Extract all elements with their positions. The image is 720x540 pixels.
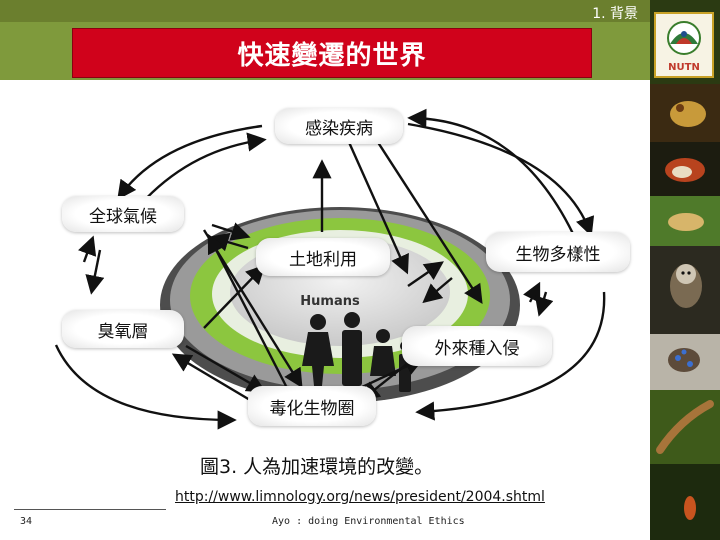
node-land-use: 土地利用: [256, 238, 390, 276]
node-land-use-label: 土地利用: [289, 245, 357, 270]
node-infectious-disease: 感染疾病: [275, 108, 403, 144]
node-toxic-biosphere: 毒化生物圈: [248, 386, 376, 426]
frog-photo-2: [650, 142, 720, 196]
node-infectious-disease-label: 感染疾病: [305, 114, 373, 139]
footer-divider: [14, 509, 166, 510]
arrow-disease-to-climate: [120, 126, 262, 196]
arrow-bio-up: [530, 286, 538, 302]
node-invasive-species: 外來種入侵: [402, 326, 552, 366]
node-toxic-biosphere-label: 毒化生物圈: [270, 394, 355, 419]
node-ozone-label: 臭氧層: [98, 317, 149, 342]
node-ozone: 臭氧層: [62, 310, 184, 348]
frog-photo-3: [650, 196, 720, 246]
page-number: 34: [20, 516, 32, 527]
insect-photo: [650, 464, 720, 540]
monkey-photo: [650, 246, 720, 334]
node-biodiversity: 生物多樣性: [486, 232, 630, 272]
source-link[interactable]: http://www.limnology.org/news/president/…: [175, 489, 545, 505]
university-logo: NUTN: [654, 12, 714, 78]
arrow-bio-down: [540, 292, 546, 312]
lizard-photo: [650, 390, 720, 464]
node-invasive-species-label: 外來種入侵: [435, 334, 520, 359]
node-biodiversity-label: 生物多樣性: [516, 240, 601, 265]
frog-photo-1: [650, 84, 720, 142]
node-global-climate-label: 全球氣候: [89, 202, 157, 227]
humans-label: Humans: [300, 294, 360, 309]
arrow-climate-down-2: [92, 250, 100, 290]
figure-caption: 圖3. 人為加速環境的改變。: [200, 452, 433, 479]
logo-emblem-icon: NUTN: [656, 14, 712, 76]
footer-text: Ayo : doing Environmental Ethics: [272, 516, 465, 527]
node-global-climate: 全球氣候: [62, 196, 184, 232]
logo-text: NUTN: [668, 62, 700, 73]
octopus-photo: [650, 334, 720, 390]
arrow-climate-down: [84, 240, 92, 262]
